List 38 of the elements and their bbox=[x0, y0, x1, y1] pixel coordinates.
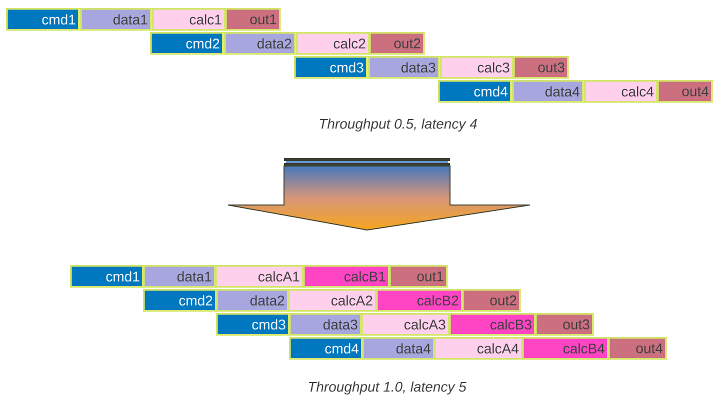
stage-box: cmd4 bbox=[289, 337, 363, 360]
stage-box: cmd1 bbox=[70, 265, 144, 288]
stage-box: calcA3 bbox=[361, 313, 450, 336]
caption: Throughput 1.0, latency 5 bbox=[308, 381, 466, 395]
stage-box: calcB1 bbox=[303, 265, 390, 288]
stage-box: calcA1 bbox=[215, 265, 304, 288]
stage-box: calcB4 bbox=[522, 337, 609, 360]
stage-box: data1 bbox=[143, 265, 216, 288]
stage-box: out4 bbox=[608, 337, 667, 360]
stage-box: out1 bbox=[389, 265, 448, 288]
stage-box: out2 bbox=[462, 289, 521, 312]
stage-box: cmd4 bbox=[438, 80, 512, 103]
stage-box: out1 bbox=[225, 8, 281, 31]
stage-box: calc2 bbox=[296, 32, 370, 55]
stage-box: cmd1 bbox=[6, 8, 80, 31]
stage-box: cmd3 bbox=[216, 313, 290, 336]
stage-box: cmd2 bbox=[150, 32, 224, 55]
stage-box: cmd2 bbox=[143, 289, 217, 312]
stage-box: out3 bbox=[513, 56, 569, 79]
stage-box: data3 bbox=[368, 56, 440, 79]
stage-box: data4 bbox=[362, 337, 435, 360]
stage-box: data1 bbox=[80, 8, 152, 31]
stage-box: out4 bbox=[657, 80, 713, 103]
stage-box: cmd3 bbox=[294, 56, 368, 79]
stage-box: data3 bbox=[289, 313, 362, 336]
stage-box: calcA4 bbox=[434, 337, 523, 360]
stage-box: out3 bbox=[535, 313, 594, 336]
stage-box: calc1 bbox=[152, 8, 226, 31]
stage-box: calc4 bbox=[584, 80, 658, 103]
stage-box: out2 bbox=[369, 32, 425, 55]
stage-box: calcB2 bbox=[376, 289, 463, 312]
stage-box: calc3 bbox=[440, 56, 514, 79]
caption: Throughput 0.5, latency 4 bbox=[320, 118, 477, 132]
stage-box: calcA2 bbox=[288, 289, 377, 312]
stage-box: data4 bbox=[512, 80, 584, 103]
stage-box: data2 bbox=[224, 32, 296, 55]
stage-box: calcB3 bbox=[449, 313, 536, 336]
stage-box: data2 bbox=[216, 289, 289, 312]
